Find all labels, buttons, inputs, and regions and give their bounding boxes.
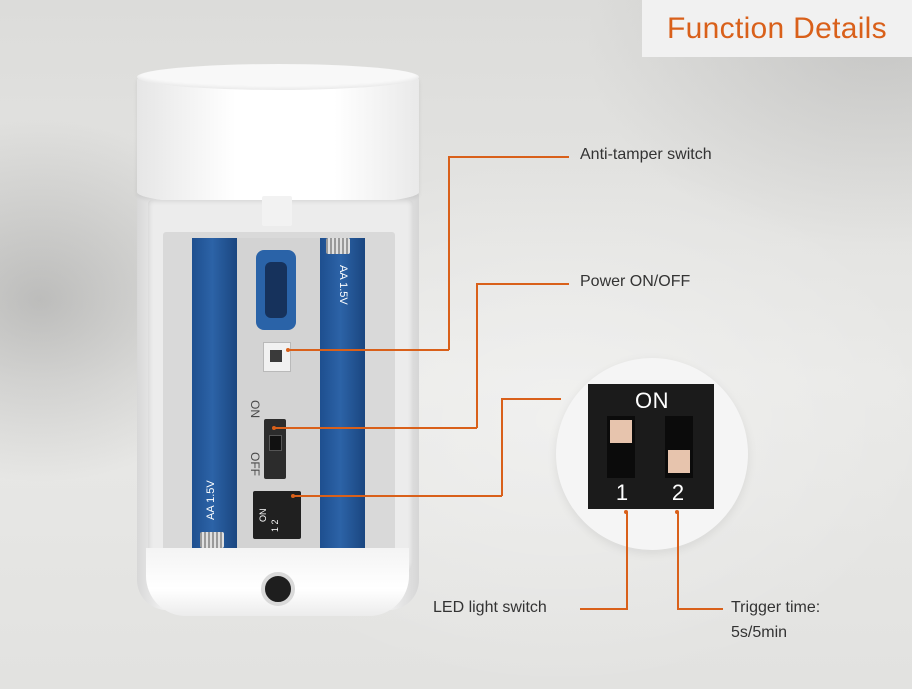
callout-power: Power ON/OFF <box>580 273 691 290</box>
dip-small-on-label: ON <box>258 508 268 523</box>
power-callout-line-h2 <box>476 283 569 285</box>
trigger-callout-line-v <box>677 512 679 609</box>
power-callout-line-v <box>476 283 478 428</box>
title-banner: Function Details <box>642 0 912 57</box>
battery-left <box>192 238 237 551</box>
anti-tamper-switch <box>263 342 291 372</box>
spring-top-right <box>326 238 350 254</box>
device-cap-top <box>137 64 419 90</box>
callout-anti-tamper: Anti-tamper switch <box>580 146 712 163</box>
power-on-text: ON <box>248 400 262 418</box>
anti-tamper-button <box>270 350 282 362</box>
dip-number-2: 2 <box>671 480 685 505</box>
mounting-hole <box>261 572 295 606</box>
dip-callout-line-h1 <box>293 495 502 497</box>
callout-led-light: LED light switch <box>433 599 547 616</box>
led-callout-line-v <box>626 512 628 609</box>
callout-trigger-time-line2: 5s/5min <box>731 624 788 641</box>
callout-trigger-time-line1: Trigger time: <box>731 599 821 616</box>
tamper-callout-line-h1 <box>288 349 449 351</box>
usb-c-port <box>265 262 287 318</box>
dip-callout-line-h2 <box>501 398 561 400</box>
battery-right-label: AA 1.5V <box>337 265 349 305</box>
battery-right <box>320 238 365 551</box>
dip-knob-1 <box>610 420 632 443</box>
led-callout-line-h <box>580 608 628 610</box>
bay-notch <box>262 196 292 226</box>
dip-number-1: 1 <box>615 480 629 505</box>
power-switch-knob <box>269 435 282 451</box>
battery-left-label: AA 1.5V <box>205 480 217 520</box>
dip-small-numbers: 1 2 <box>270 519 280 532</box>
page-title: Function Details <box>667 11 887 45</box>
tamper-callout-line-v <box>448 156 450 350</box>
trigger-callout-line-h <box>677 608 723 610</box>
tamper-callout-line-h2 <box>448 156 569 158</box>
spring-bottom-left <box>200 532 224 548</box>
dip-switch-small <box>253 491 301 539</box>
dip-knob-2 <box>668 450 690 473</box>
power-off-text: OFF <box>248 452 262 476</box>
dip-callout-line-v <box>501 398 503 496</box>
power-callout-line-h1 <box>274 427 477 429</box>
dip-on-label: ON <box>635 388 669 413</box>
